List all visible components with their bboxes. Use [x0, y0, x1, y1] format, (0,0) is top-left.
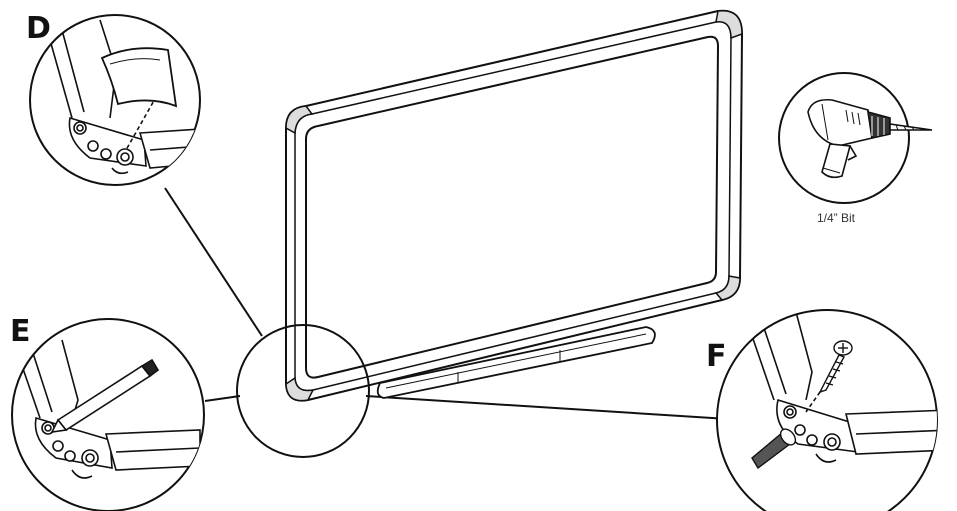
detail-d: [29, 14, 201, 186]
step-label-e: E: [10, 314, 31, 349]
corner-cap-top-left: [285, 105, 314, 135]
corner-cap-top-right: [715, 9, 743, 40]
callout-line-f: [365, 395, 729, 420]
zoom-circle: [236, 324, 370, 458]
detail-f-circle: [716, 309, 938, 511]
step-label-f: F: [706, 339, 727, 374]
corner-cap-bottom-right: [714, 275, 741, 301]
detail-e: [11, 318, 205, 511]
detail-e-circle: [11, 318, 205, 511]
drill-detail: [778, 72, 933, 204]
marker-tray: [376, 326, 656, 399]
corner-cap-bottom-left: [285, 376, 315, 402]
drill-bit-caption: 1/4” Bit: [817, 211, 856, 225]
callout-line-e: [204, 395, 241, 402]
screw-icon: [818, 340, 853, 394]
wall-anchor-icon: [751, 428, 797, 470]
board-surface: [305, 35, 720, 379]
pencil-icon: [50, 358, 160, 434]
callout-line-d: [164, 187, 263, 337]
detail-f: [716, 309, 938, 511]
callout-lines: [164, 187, 729, 420]
step-label-d: D: [26, 11, 51, 46]
drill-icon: [807, 98, 933, 179]
whiteboard: [285, 9, 744, 402]
